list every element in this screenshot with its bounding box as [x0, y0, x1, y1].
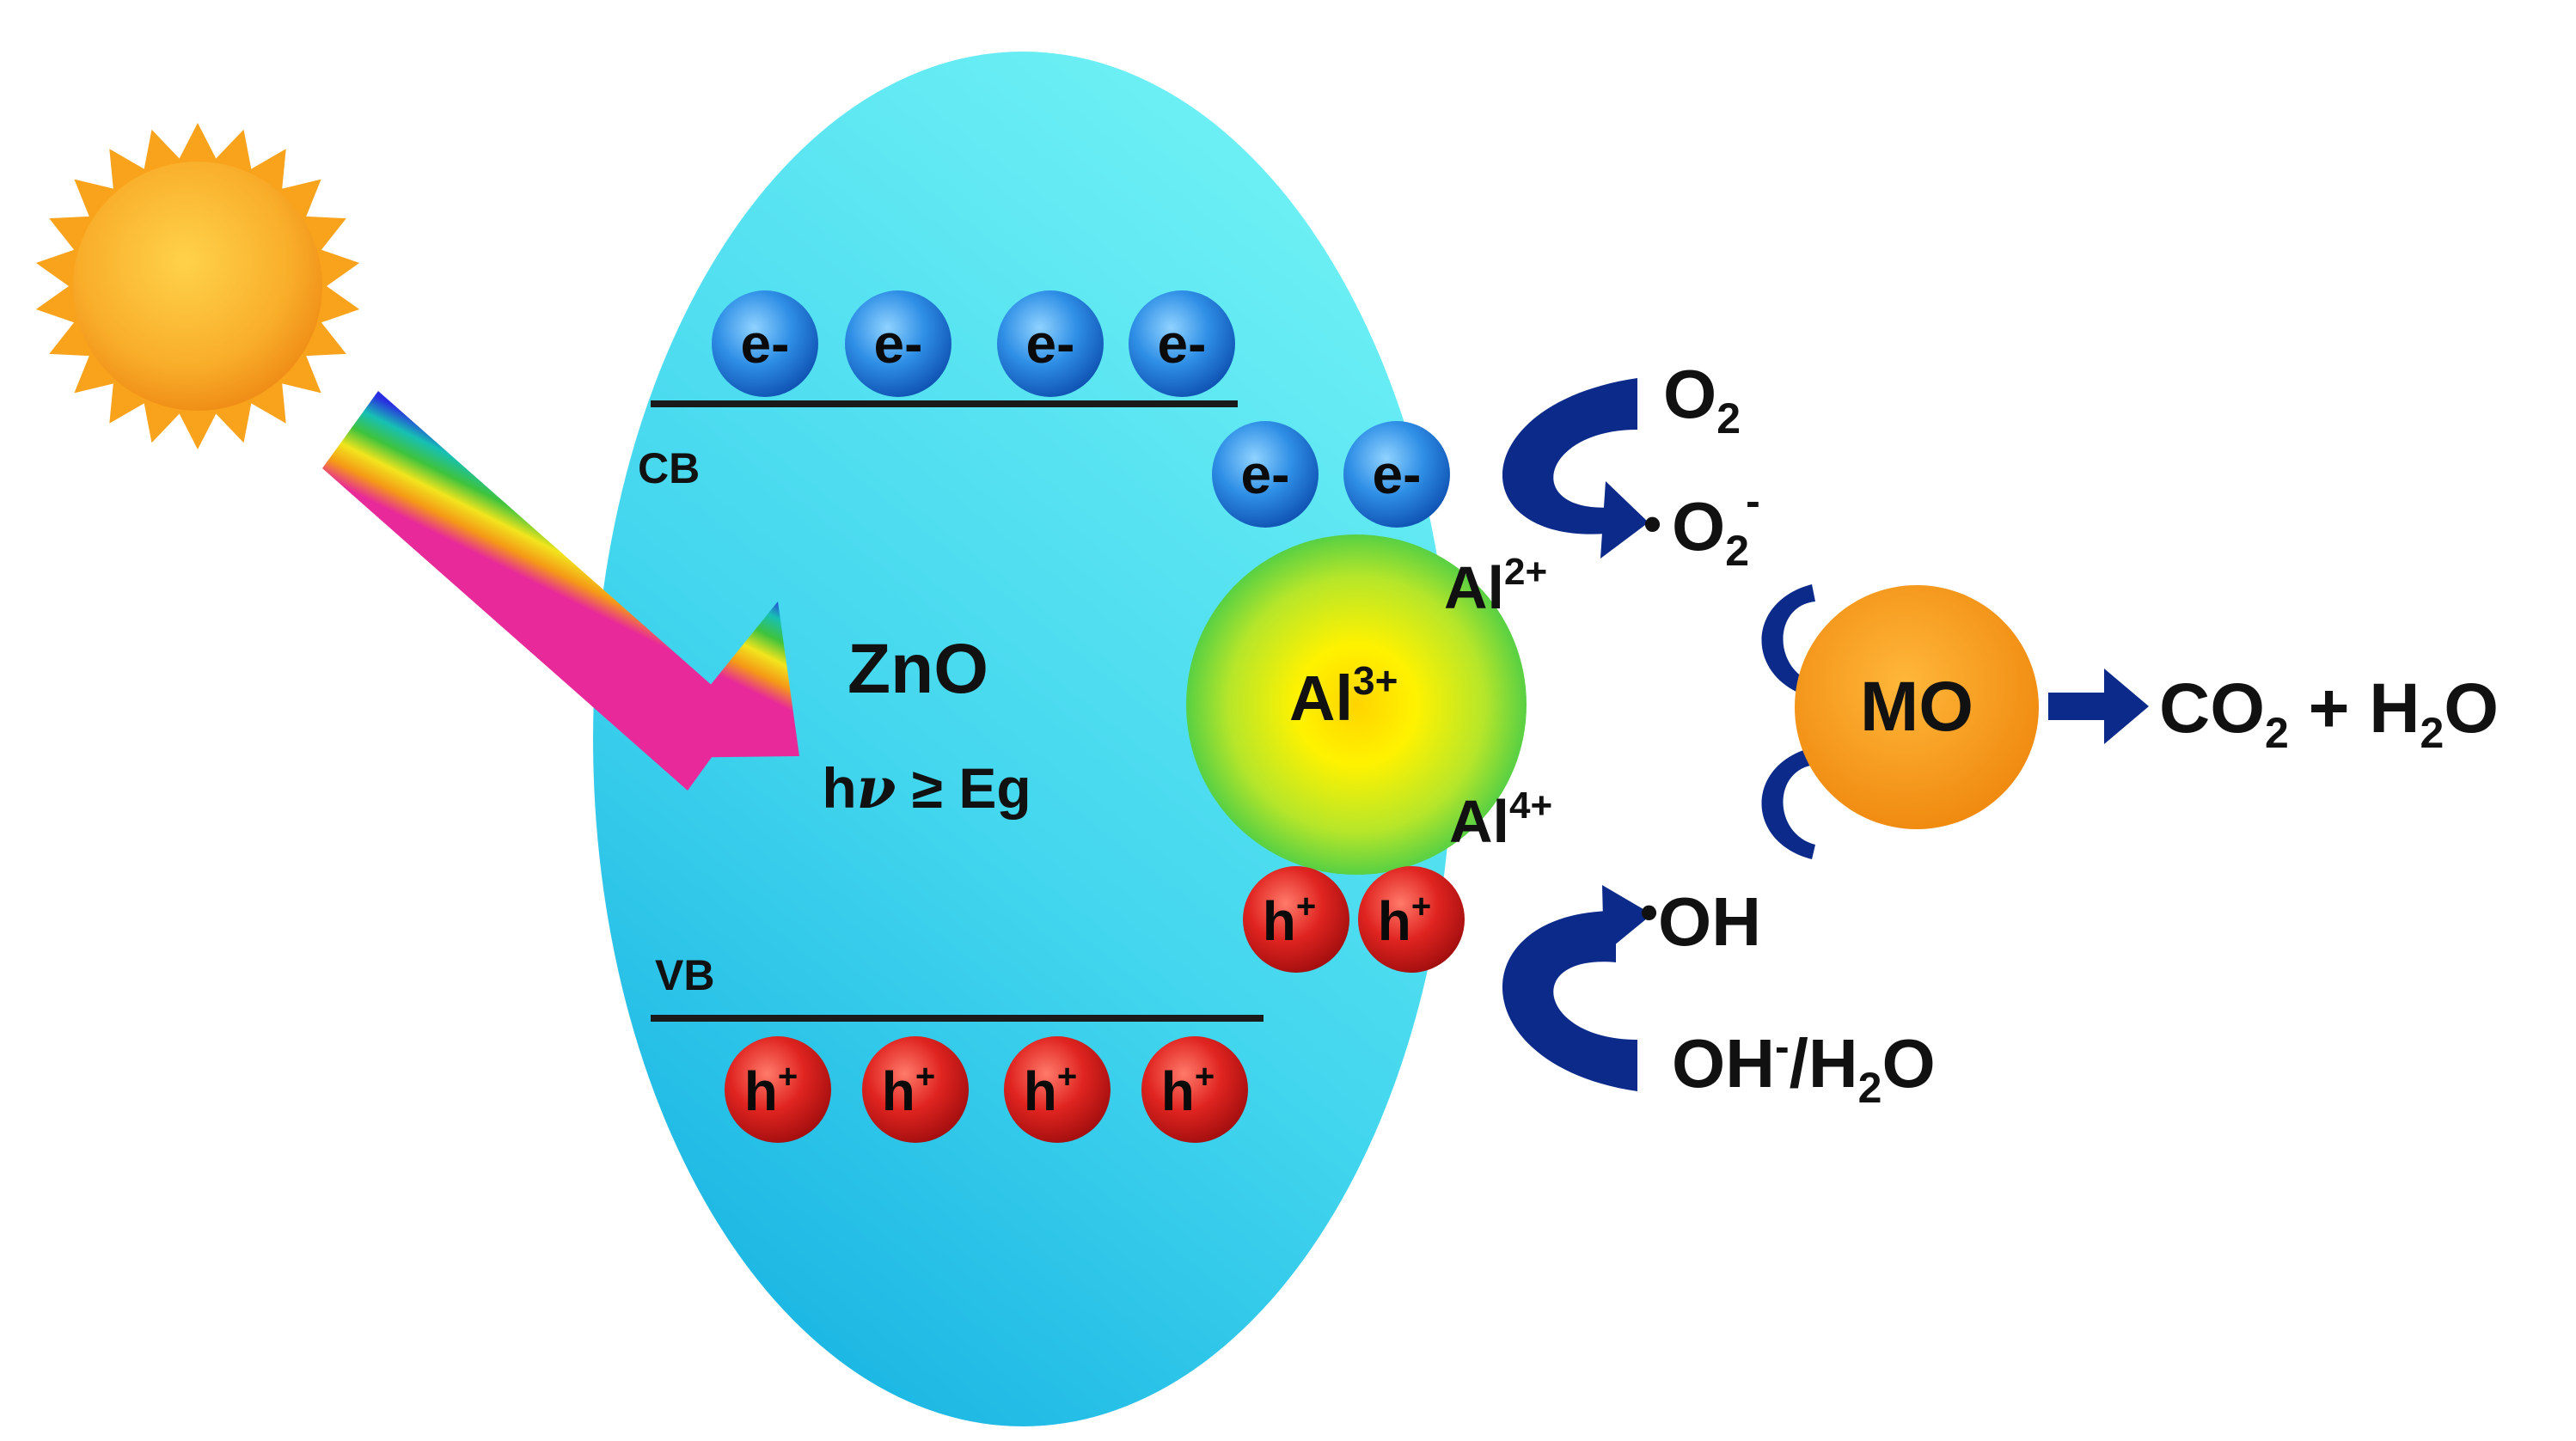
- al3-label: Al3+: [1289, 658, 1398, 734]
- excitation-condition: hν ≥ Eg: [822, 754, 1031, 821]
- al4-label: Al4+: [1449, 785, 1552, 855]
- superoxide-label: •O2-: [1643, 477, 1760, 575]
- light-arrow-shaft: [322, 391, 743, 791]
- mo-pollutant-sphere: [1795, 585, 2039, 829]
- svg-text:h+: h+: [1263, 888, 1316, 952]
- hole: h+: [1004, 1036, 1111, 1143]
- electron: e-: [845, 290, 951, 397]
- al-dopant-sphere: [1186, 534, 1527, 875]
- svg-text:e-: e-: [1373, 443, 1422, 505]
- sun-icon: [35, 123, 360, 449]
- vb-label: VB: [655, 951, 714, 999]
- hole: h+: [725, 1036, 831, 1143]
- hole: h+: [1243, 866, 1349, 973]
- electron: e-: [712, 290, 818, 397]
- svg-text:e-: e-: [1026, 313, 1075, 375]
- products-label: CO2 + H2O: [2159, 669, 2499, 757]
- svg-text:e-: e-: [741, 313, 790, 375]
- electron: e-: [997, 290, 1104, 397]
- degradation-arrow: [2048, 669, 2149, 744]
- al2-label: Al2+: [1444, 551, 1547, 621]
- electron: e-: [1343, 421, 1450, 528]
- o2-label: O2: [1663, 356, 1741, 443]
- svg-text:e-: e-: [1158, 313, 1207, 375]
- svg-text:e-: e-: [874, 313, 923, 375]
- zno-label: ZnO: [847, 630, 988, 708]
- mo-label: MO: [1860, 668, 1973, 746]
- svg-text:h+: h+: [882, 1058, 935, 1122]
- hydroxyl-radical-label: •OH: [1640, 883, 1761, 960]
- svg-text:e-: e-: [1241, 443, 1290, 505]
- hydroxide-water-label: OH-/H2O: [1672, 1023, 1936, 1112]
- svg-text:h+: h+: [1378, 888, 1431, 952]
- o2-reduction-arrow: [1502, 378, 1649, 559]
- hole: h+: [862, 1036, 969, 1143]
- svg-text:h+: h+: [1024, 1058, 1077, 1122]
- oh-oxidation-arrow: [1502, 885, 1652, 1091]
- hole: h+: [1358, 866, 1465, 973]
- mo-attack-bracket-bottom: [1761, 748, 1815, 859]
- light-arrow-head: [652, 601, 799, 758]
- cb-label: CB: [638, 444, 700, 492]
- hole: h+: [1141, 1036, 1248, 1143]
- svg-text:h+: h+: [1161, 1058, 1215, 1122]
- svg-text:h+: h+: [744, 1058, 798, 1122]
- electron: e-: [1129, 290, 1235, 397]
- electron: e-: [1212, 421, 1319, 528]
- mo-attack-bracket-top: [1761, 584, 1815, 698]
